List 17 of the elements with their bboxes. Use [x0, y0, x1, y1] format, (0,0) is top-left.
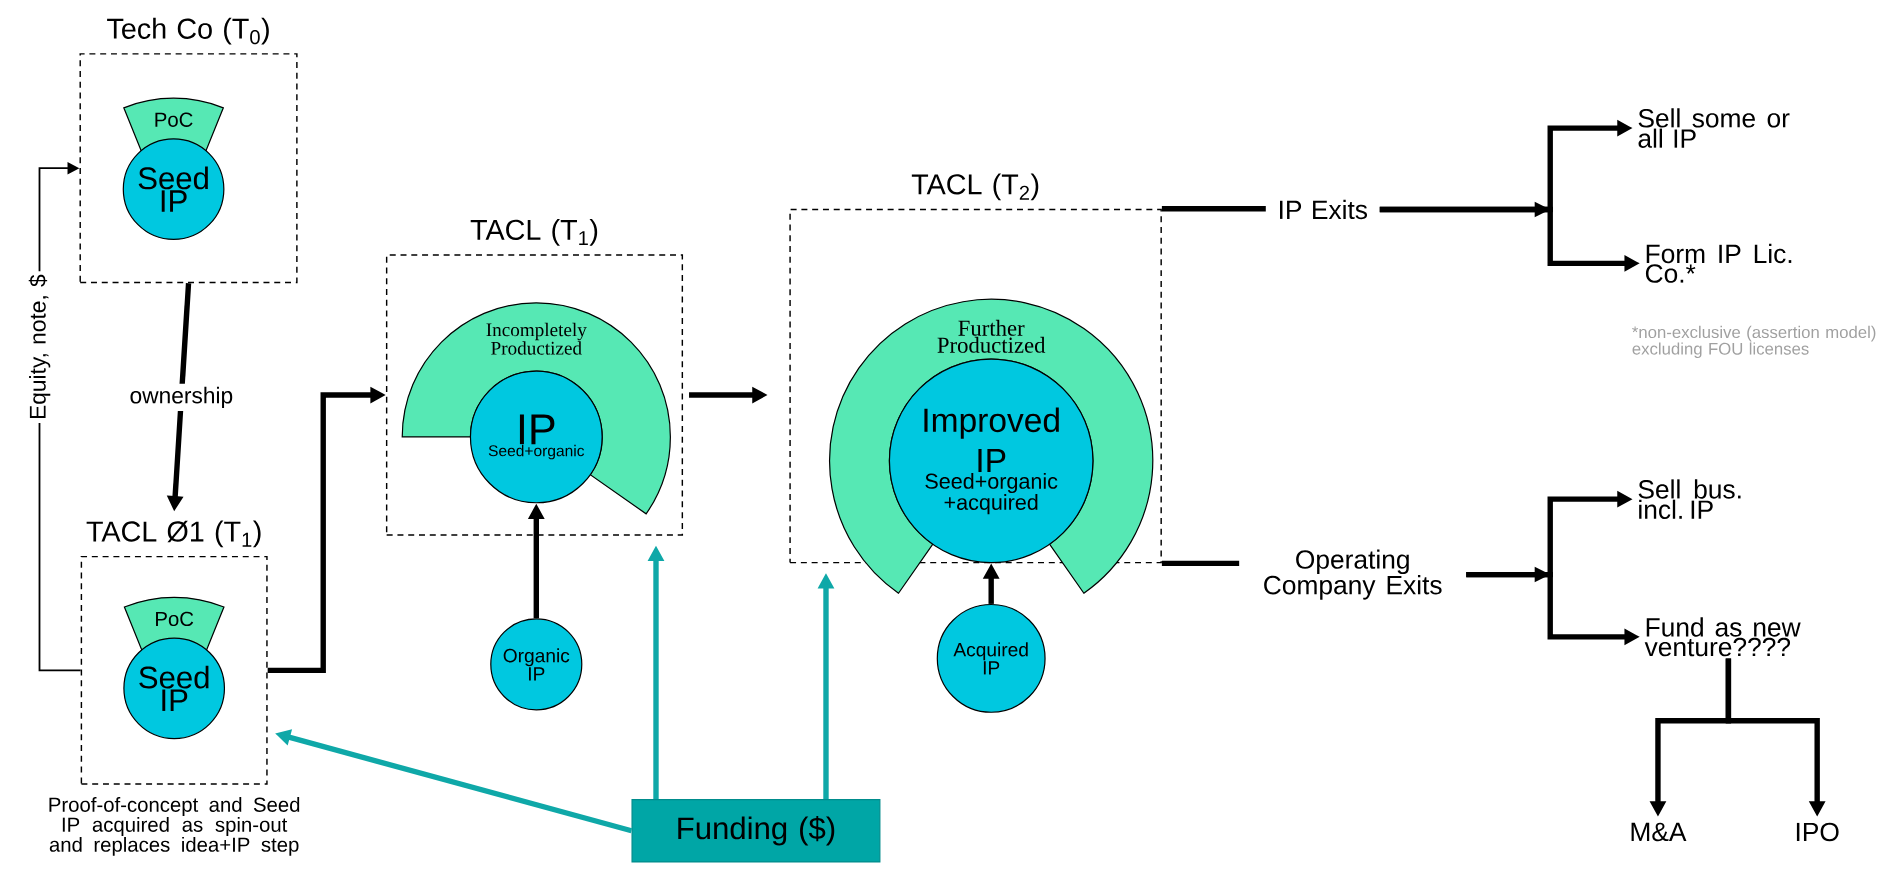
- box-heading: TACL Ø1 (T$_{1}$): [86, 520, 261, 548]
- outcome-text: Form IP Lic. Co.*: [1645, 243, 1792, 283]
- footnote-text: *non-exclusive (assertion model) excluding FOU licenses: [1632, 325, 1876, 359]
- outcome-text: Sell bus. incl. IP: [1638, 479, 1741, 519]
- outcome-text: IP Exits: [1280, 199, 1367, 220]
- funding-box: Funding ($): [631, 799, 881, 863]
- caption-text: Proof-of-concept and Seed IP acquired as spin-out and replaces idea+IP step: [49, 796, 300, 856]
- outcome-text: M&A: [1631, 822, 1687, 842]
- edge-label: ownership: [126, 383, 237, 411]
- box-heading: TACL (T$_{1}$): [470, 218, 598, 246]
- edge-label: Equity, note, $: [25, 271, 54, 423]
- outcome-text: Fund as new venture????: [1644, 617, 1801, 657]
- outcome-text: IPO: [1796, 822, 1839, 842]
- box-heading: TACL (T$_{2}$): [911, 173, 1039, 201]
- outcome-text: Sell some or all IP: [1638, 108, 1790, 148]
- outcome-text: Operating Company Exits: [1264, 549, 1442, 600]
- box-heading: Tech Co (T$_{0}$): [107, 17, 269, 45]
